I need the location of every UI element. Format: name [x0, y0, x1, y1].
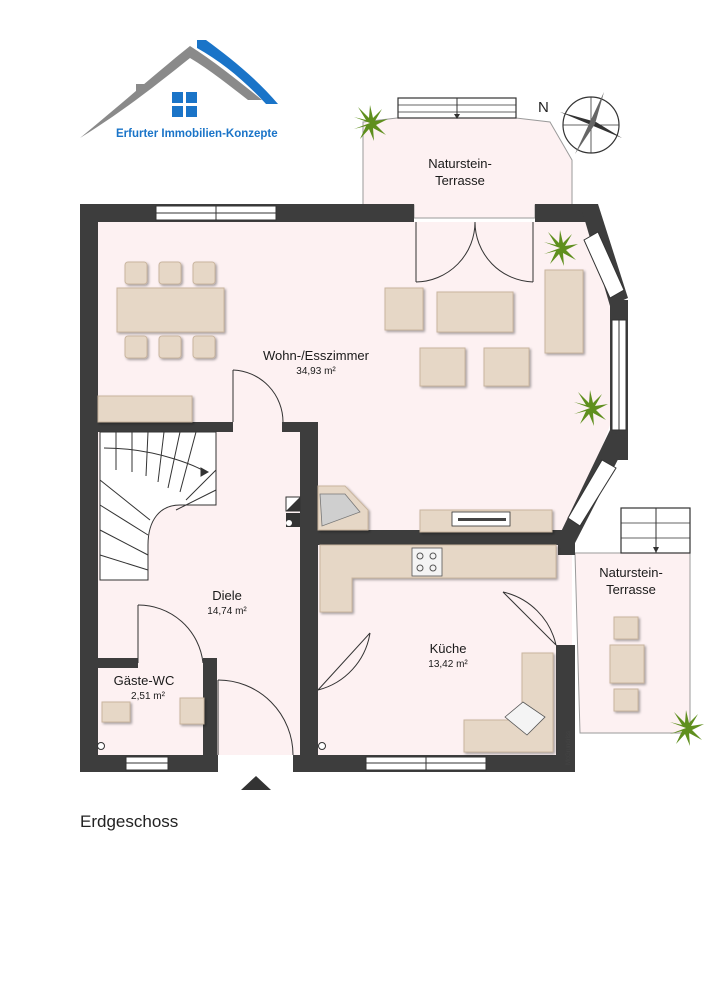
doors — [137, 221, 557, 756]
stove — [411, 547, 443, 577]
room-labels: Naturstein- Terrasse Wohn-/Esszimmer 34,… — [114, 156, 663, 702]
floor-caption: Erdgeschoss — [80, 812, 179, 831]
plant-icon — [354, 105, 388, 141]
armchair — [419, 347, 466, 387]
room-area-living: 34,93 m² — [296, 366, 336, 377]
room-area-wc: 2,51 m² — [131, 691, 166, 702]
room-name-living: Wohn-/Esszimmer — [263, 348, 370, 363]
staircase — [99, 431, 217, 581]
house-floor — [98, 222, 610, 755]
company-logo: Erfurter Immobilien-Konzepte — [80, 40, 278, 140]
compass: N — [538, 92, 622, 154]
plan-watermark: McGrundriss — [566, 731, 572, 765]
plant-icon — [670, 710, 704, 746]
room-area-hall: 14,74 m² — [207, 606, 247, 617]
dining-table — [116, 287, 225, 333]
wc-sink — [179, 697, 205, 725]
armchair — [483, 347, 530, 387]
compass-north-label: N — [538, 99, 549, 116]
logo-company-name: Erfurter Immobilien-Konzepte — [116, 128, 278, 140]
entrance-arrow-icon — [241, 776, 271, 790]
room-name-wc: Gäste-WC — [114, 673, 175, 688]
coffee-table — [436, 291, 514, 333]
kitchen-counter — [319, 544, 557, 613]
windows — [125, 205, 627, 771]
room-name-kitchen: Küche — [430, 641, 467, 656]
furniture — [97, 261, 645, 753]
plant-icon — [544, 230, 578, 266]
room-area-kitchen: 13,42 m² — [428, 659, 468, 670]
plants — [354, 105, 704, 746]
logo-roof-grey — [80, 46, 262, 138]
logo-chimney — [136, 84, 146, 96]
wc-toilet — [101, 701, 131, 723]
terrace-top-steps — [397, 97, 517, 119]
sideboard — [97, 395, 193, 423]
room-name-terrace-top-line2: Terrasse — [435, 173, 485, 188]
armchair — [384, 287, 424, 331]
plant-icon — [574, 390, 608, 426]
room-name-terrace-right-line1: Naturstein- — [599, 565, 663, 580]
terrace-right-steps — [620, 507, 691, 554]
room-name-terrace-right-line2: Terrasse — [606, 582, 656, 597]
kitchen-sink — [504, 701, 546, 736]
logo-window-icon — [172, 92, 197, 117]
room-name-hall: Diele — [212, 588, 242, 603]
sofa — [544, 269, 584, 354]
room-name-terrace-top-line1: Naturstein- — [428, 156, 492, 171]
logo-roof-blue — [197, 40, 278, 104]
